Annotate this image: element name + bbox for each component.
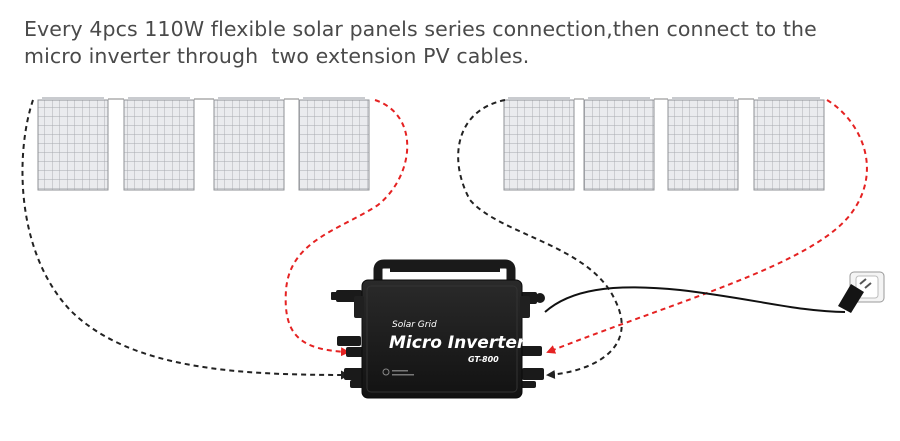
left-negative-cable [21,99,350,380]
diagram-caption: Every 4pcs 110W flexible solar panels se… [24,16,884,70]
inverter-name: Micro Inverter [389,333,527,353]
caption-line-2: micro inverter through two extension PV … [24,44,530,68]
solar-panel-array [37,97,825,191]
solar-panel-icon [667,97,739,191]
micro-inverter-icon: Solar Grid Micro Inverter GT-800 [331,259,545,399]
ac-output-cable [544,286,846,313]
right-positive-cable [546,99,868,354]
solar-panel-icon [213,97,285,191]
inverter-logo-icon [382,368,414,376]
solar-panel-icon [37,97,109,191]
solar-panel-icon [298,97,370,191]
caption-line-1: Every 4pcs 110W flexible solar panels se… [24,17,817,41]
inverter-model: GT-800 [468,355,499,364]
inverter-brand: Solar Grid [392,320,437,330]
pv-cables [21,99,868,380]
solar-panel-icon [123,97,195,191]
solar-panel-icon [583,97,655,191]
right-negative-cable [457,99,623,379]
solar-panel-icon [503,97,575,191]
left-positive-cable [284,99,409,357]
solar-panel-icon [753,97,825,191]
plug-icon [838,278,872,313]
